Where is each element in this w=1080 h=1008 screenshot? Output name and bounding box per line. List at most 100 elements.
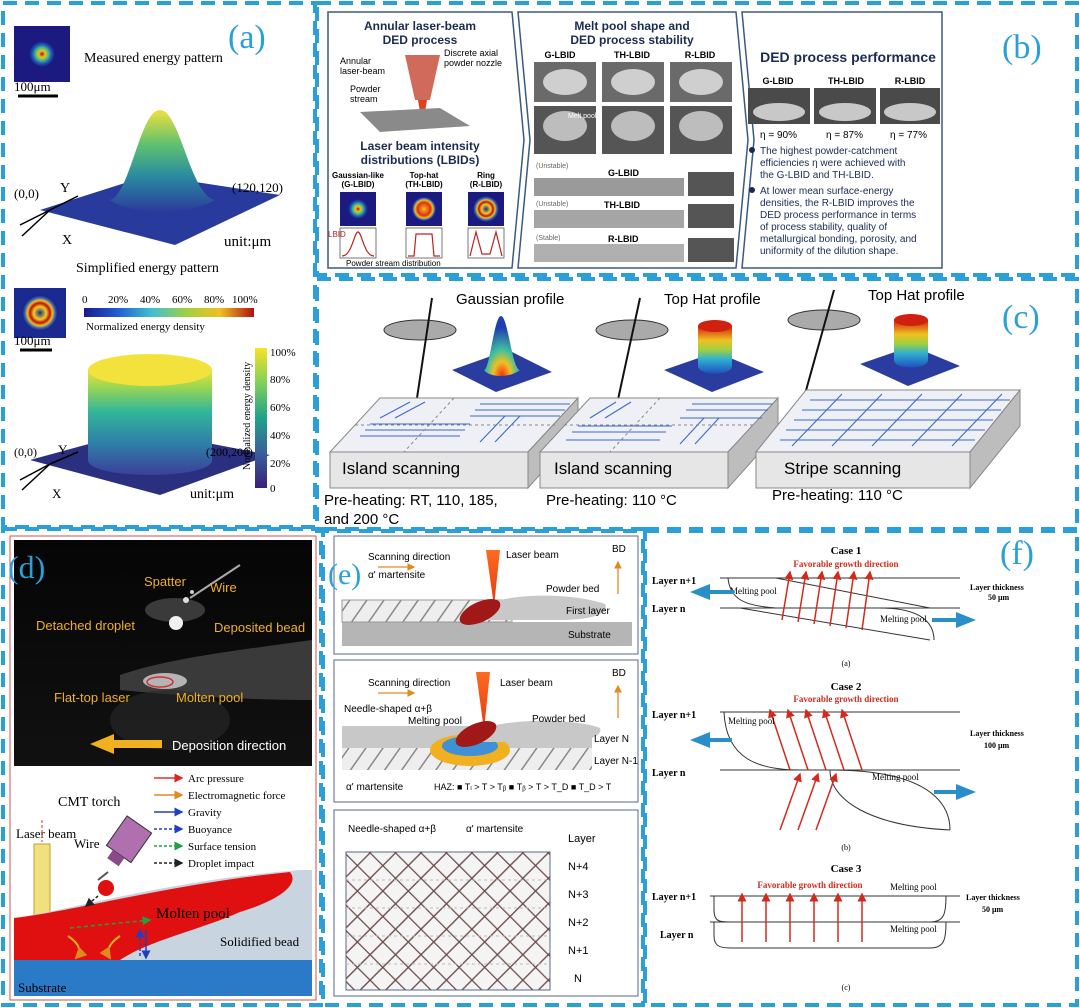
f-c2-arrow-8 [815, 772, 838, 831]
axis-x-line [21, 209, 51, 237]
c-hat-body-2 [894, 320, 928, 368]
b-discrete-1: Discrete axial [444, 48, 498, 58]
d-tension-arrow [69, 916, 152, 929]
b-lbid-title-1: Laser beam intensity [360, 139, 480, 153]
vbar-title: Normalized energy density [242, 362, 253, 470]
b-track-r: R-LBID [608, 234, 639, 244]
f-c1-arrow-3 [813, 570, 826, 625]
cylinder-body [88, 370, 212, 475]
legend-1: Electromagnetic force [188, 790, 286, 802]
e-bd-2: BD [612, 668, 626, 679]
panel-d: (d) Spatter Wire Detached droplet Deposi… [8, 535, 317, 1001]
d-spatter-1 [183, 597, 189, 603]
d-wire [189, 564, 241, 599]
f-c2-layer-n: Layer n [652, 768, 686, 779]
d-wire-diagram [97, 871, 109, 881]
e-layer-0: N+4 [568, 861, 589, 873]
panel-f-label: (f) [1000, 535, 1034, 572]
e-layer-2: N+2 [568, 917, 589, 929]
hbar-tick-5: 100% [232, 294, 258, 306]
substrate-plate [360, 108, 470, 132]
d-legend: Arc pressure Electromagnetic force Gravi… [154, 773, 286, 870]
e-layer-head: Layer [568, 833, 596, 845]
bullet-dot-1 [749, 147, 755, 153]
b-powder: Powder [350, 84, 381, 94]
b-bullet2-0: At lower mean surface-energy [760, 186, 893, 197]
f-c1-layer-np1: Layer n+1 [652, 576, 696, 587]
e-alpha-1: α' martensite [368, 570, 426, 581]
corner-right-2: (200,200) [206, 445, 253, 459]
corner-left-2: (0,0) [14, 445, 37, 459]
d-spatter-2 [190, 590, 194, 594]
e-laser-label-2: Laser beam [500, 678, 553, 689]
perf-bead-2 [819, 103, 871, 121]
e-alpha-2: α' martensite [346, 782, 404, 793]
c-profile-3: Top Hat profile [868, 287, 965, 304]
f-c2-pool-right [829, 769, 951, 831]
e-substrate [342, 622, 632, 646]
e-layer-1: N+3 [568, 889, 589, 901]
b-t-profile [408, 233, 440, 257]
e-layer-n-label: Layer N [594, 734, 629, 745]
f-c1-mp-1: Melting pool [730, 586, 777, 596]
e-melting-pool: Melting pool [408, 716, 462, 727]
b-laser-beam: laser-beam [340, 66, 385, 76]
track-3-cross [688, 238, 734, 262]
measured-label: Measured energy pattern [84, 51, 223, 66]
panel-b: (b) Annular laser-beam DED process Annul… [327, 11, 1042, 269]
d-laser-ring [146, 676, 174, 688]
f-c3-layer-np1: Layer n+1 [652, 892, 696, 903]
b-t-spot [412, 197, 436, 221]
c-block-2-divider-v [609, 397, 661, 453]
b-bullet2-5: uniformity of the dilution shape. [760, 246, 898, 257]
b-bullet2-3: of process stability, quality of [760, 222, 887, 233]
d-flat-top: Flat-top laser [54, 690, 131, 705]
d-substrate [14, 960, 312, 996]
b-r-profile [469, 229, 503, 257]
b-col3-g: G-LBID [763, 76, 794, 86]
b-col3-title: DED process performance [760, 49, 936, 65]
d-solidified: Solidified bead [220, 934, 300, 949]
axis2-x [21, 463, 51, 491]
d-detached: Detached droplet [36, 618, 135, 633]
b-g-name-1: Gaussian-like [332, 171, 385, 180]
e-powder-bed-label-2: Powder bed [532, 714, 585, 725]
horizontal-colorbar: 0 20% 40% 60% 80% 100% Normalized energy… [82, 294, 258, 333]
d-molten-pool [14, 872, 293, 960]
d-wire-2: Wire [74, 836, 100, 851]
f-sub-b: (b) [841, 843, 851, 852]
d-substrate-label: Substrate [18, 980, 67, 995]
e-layer-n1-label: Layer N-1 [594, 756, 638, 767]
b-stream: stream [350, 94, 378, 104]
corner-right: (120,120) [232, 180, 283, 195]
b-bullet1-2: the G-LBID and TH-LBID. [760, 170, 874, 181]
cmt-torch [105, 815, 153, 867]
melt-pool-micrographs [534, 62, 732, 154]
mp-pool-2 [611, 69, 655, 95]
e-scan-dir-1: Scanning direction [368, 552, 450, 563]
b-col2-r: R-LBID [685, 50, 716, 60]
e-powder-bed-label-1: Powder bed [546, 584, 599, 595]
c-block-1-scan [360, 401, 570, 443]
c-scan-3: Stripe scanning [784, 459, 901, 478]
f-c1-layer-n: Layer n [652, 604, 686, 615]
b-r-name-2: (R-LBID) [470, 180, 503, 189]
legend-4: Surface tension [188, 841, 257, 853]
mp-pool-6 [679, 111, 723, 141]
c-profile-2: Top Hat profile [664, 291, 761, 308]
d-droplet [169, 616, 183, 630]
axis2-x-label: X [52, 486, 62, 501]
b-col2-title-2: DED process stability [570, 33, 694, 47]
f-c3-pool-bot [713, 921, 947, 949]
b-r-name-1: Ring [477, 171, 495, 180]
f-sub-c: (c) [842, 983, 851, 992]
panel-d-label: (d) [8, 549, 45, 585]
corner-left: (0,0) [14, 186, 39, 201]
axis-x: X [62, 233, 72, 248]
vbar-tick-1: 80% [270, 374, 290, 386]
f-c2-arrow-1 [768, 708, 791, 771]
f-c2-arrow-7 [797, 772, 820, 831]
axis-y: Y [60, 181, 70, 196]
frame-f [643, 527, 1079, 1007]
b-track-th: TH-LBID [604, 200, 640, 210]
